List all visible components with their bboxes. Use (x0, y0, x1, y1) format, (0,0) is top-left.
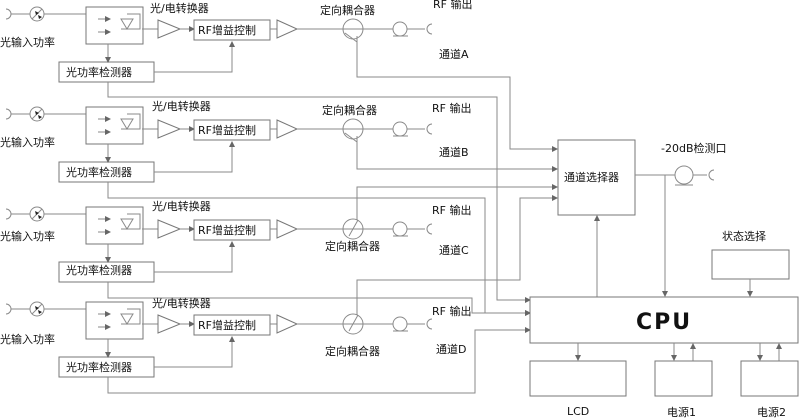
oe-label-a: 光/电转换器 (150, 1, 209, 15)
channel-d: 光输入功率 光/电转换器 RF增益控制 光功率检测器 定向耦合器 RF 输出 通… (0, 195, 558, 394)
coupler-label-b: 定向耦合器 (322, 103, 377, 117)
channel-b: 光输入功率 光/电转换器 RF增益控制 光功率检测器 定向耦合器 RF 输出 通… (0, 99, 558, 316)
coupler-label-d: 定向耦合器 (325, 344, 380, 358)
channel-a: 光输入功率 光/电转换器 RF增益控制 光功率检测器 定向耦合器 RF 输出 通… (0, 0, 558, 303)
lcd-box (529, 360, 627, 397)
power2-label: 电源2 (757, 405, 786, 419)
oe-label-c: 光/电转换器 (152, 199, 211, 213)
channel-label-d: 通道D (436, 342, 466, 356)
state-select-box (711, 249, 790, 280)
oe-label-d: 光/电转换器 (152, 296, 211, 310)
input-label-d: 光输入功率 (0, 332, 55, 346)
rf-out-label-b: RF 输出 (432, 101, 471, 115)
channel-label-a: 通道A (439, 47, 469, 61)
power1-box (654, 360, 713, 397)
cpu-box (529, 296, 799, 344)
power1-label: 电源1 (667, 405, 696, 419)
rf-gain-label-c: RF增益控制 (198, 223, 256, 237)
detector-label-d: 光功率检测器 (66, 360, 132, 374)
channel-c: 光输入功率 光/电转换器 RF增益控制 光功率检测器 定向耦合器 RF 输出 通… (0, 184, 558, 316)
rf-out-label-a: RF 输出 (433, 0, 472, 11)
test-port-connector-icon (708, 169, 715, 181)
rf-gain-label-a: RF增益控制 (198, 23, 256, 37)
detector-label-a: 光功率检测器 (66, 65, 132, 79)
coupler-label-c: 定向耦合器 (325, 239, 380, 253)
channel-selector-label: 通道选择器 (564, 170, 619, 184)
test-port-label: -20dB检测口 (661, 141, 727, 155)
coupler-label-a: 定向耦合器 (320, 3, 375, 17)
state-select-label: 状态选择 (722, 229, 766, 243)
channel-label-c: 通道C (439, 243, 469, 257)
power2-box (740, 360, 799, 397)
rf-gain-label-b: RF增益控制 (198, 123, 256, 137)
channel-label-b: 通道B (439, 145, 469, 159)
test-port-coil-icon (674, 165, 694, 185)
rf-gain-label-d: RF增益控制 (198, 318, 256, 332)
lcd-label: LCD (567, 405, 589, 418)
detector-label-c: 光功率检测器 (66, 263, 132, 277)
input-label-a: 光输入功率 (0, 35, 55, 49)
rf-out-label-c: RF 输出 (432, 203, 471, 217)
rf-out-label-d: RF 输出 (432, 304, 471, 318)
input-label-b: 光输入功率 (0, 135, 55, 149)
oe-label-b: 光/电转换器 (152, 99, 211, 113)
input-label-c: 光输入功率 (0, 229, 55, 243)
cpu-label: CPU (636, 310, 692, 335)
detector-label-b: 光功率检测器 (66, 165, 132, 179)
